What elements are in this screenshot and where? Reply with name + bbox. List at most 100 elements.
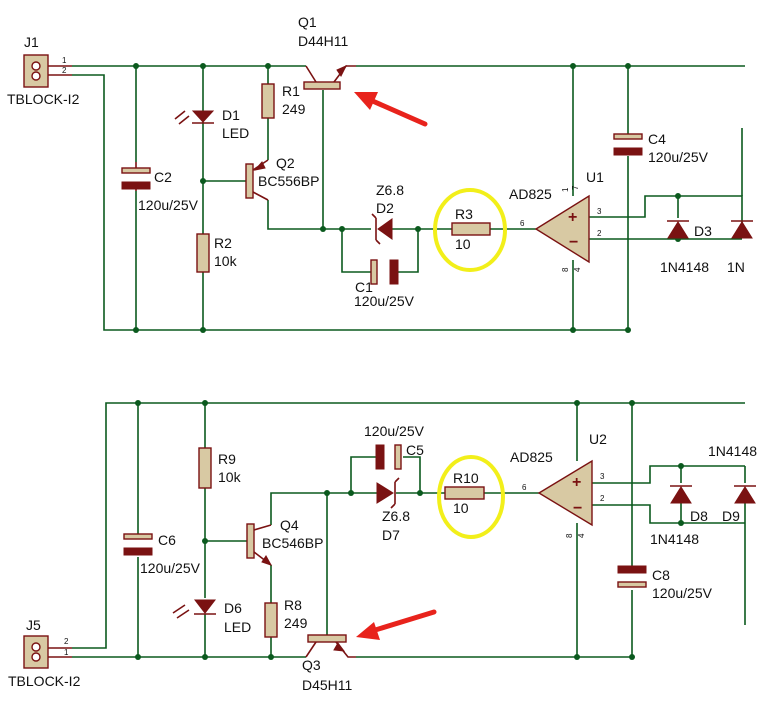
u1-ref: U1 (586, 169, 604, 185)
u2-pin-8: 8 (565, 533, 574, 538)
u1-pin-3: 3 (597, 207, 602, 216)
c2-value: 120u/25V (138, 197, 199, 213)
d9-diode: D9 1N4148 (708, 443, 757, 524)
j5-type: TBLOCK-I2 (8, 673, 81, 689)
u1-pin-8: 8 (561, 267, 570, 272)
q3-transistor: Q3 D45H11 (302, 634, 356, 693)
j1-pin1-label: 1 (62, 56, 67, 65)
c5-capacitor: 120u/25V C5 (364, 423, 425, 470)
r8-value: 249 (284, 615, 308, 631)
r10-value: 10 (453, 500, 469, 516)
q1-type: D44H11 (298, 33, 349, 49)
u1-opamp: + − 7 3 2 6 8 4 1 AD825 U1 (509, 169, 604, 272)
d2-zener: Z6.8 D2 (371, 182, 404, 245)
u2-ref: U2 (589, 431, 607, 447)
bottom-circuit: 2 1 J5 TBLOCK-I2 Q3 D45H11 R8 249 D6 LED (8, 400, 757, 693)
r3-highlight-circle (433, 188, 507, 272)
d6-ref: D6 (224, 600, 242, 616)
u1-pin-7: 7 (571, 185, 580, 190)
u1-pin-1: 1 (561, 187, 570, 192)
top-circuit: 1 2 J1 TBLOCK-I2 Q1 D44H11 R1 249 D1 LED (7, 14, 753, 333)
r9-value: 10k (218, 469, 242, 485)
c2-capacitor: C2 120u/25V (121, 162, 199, 213)
u2-pin-2: 2 (600, 494, 605, 503)
d9-ref: D9 (722, 508, 740, 524)
r2-value: 10k (214, 253, 238, 269)
r2-ref: R2 (214, 235, 232, 251)
d7-value: Z6.8 (382, 508, 410, 524)
c1-value: 120u/25V (354, 293, 415, 309)
j1-type: TBLOCK-I2 (7, 91, 80, 107)
u1-pin-2: 2 (597, 229, 602, 238)
r1-value: 249 (282, 101, 306, 117)
q1-ref: Q1 (298, 14, 317, 30)
j1-ref: J1 (24, 34, 39, 50)
c6-ref: C6 (158, 532, 176, 548)
c8-ref: C8 (652, 567, 670, 583)
r8-ref: R8 (284, 597, 302, 613)
svg-text:−: − (573, 500, 582, 517)
d8-type: 1N4148 (650, 531, 699, 547)
top-red-arrow (354, 92, 428, 127)
d6-led: D6 LED (172, 599, 251, 635)
j1-pin2-label: 2 (62, 66, 67, 75)
c8-value: 120u/25V (652, 585, 713, 601)
q4-type: BC546BP (262, 535, 323, 551)
bottom-junctions (135, 400, 684, 660)
top-junctions (133, 63, 681, 333)
j1-connector: 1 2 J1 TBLOCK-I2 (7, 34, 80, 107)
c5-ref: C5 (406, 442, 424, 458)
d7-zener: Z6.8 D7 (376, 477, 410, 543)
d8-ref: D8 (690, 508, 708, 524)
c8-capacitor: C8 120u/25V (617, 565, 713, 601)
r3-value: 10 (455, 236, 471, 252)
u2-pin-4: 4 (577, 533, 586, 538)
d3-diode: D3 1N4148 1N (660, 220, 753, 275)
bottom-wires (72, 402, 746, 658)
c6-value: 120u/25V (140, 560, 201, 576)
d1-ref: D1 (222, 107, 240, 123)
d3-ref: D3 (694, 223, 712, 239)
r9-resistor: R9 10k (198, 447, 242, 489)
r10-highlight-circle (437, 455, 505, 539)
r1-resistor: R1 249 (261, 83, 306, 119)
d1-led: D1 LED (174, 107, 249, 141)
r3-ref: R3 (455, 206, 473, 222)
j5-pin1-label: 1 (64, 648, 69, 657)
r3-resistor: R3 10 (451, 206, 491, 252)
c4-capacitor: C4 120u/25V (613, 131, 709, 165)
u1-pin-6: 6 (520, 219, 525, 228)
q3-ref: Q3 (302, 657, 321, 673)
d2-ref: D2 (376, 200, 394, 216)
q2-ref: Q2 (276, 155, 295, 171)
u2-pin-6: 6 (522, 483, 527, 492)
q4-transistor: Q4 BC546BP (246, 517, 323, 566)
u1-pin-4: 4 (573, 267, 582, 272)
r2-resistor: R2 10k (196, 233, 238, 273)
d4-type-partial: 1N (727, 259, 745, 275)
r10-ref: R10 (453, 470, 479, 486)
r9-ref: R9 (218, 451, 236, 467)
r8-resistor: R8 249 (264, 597, 308, 638)
c6-capacitor: C6 120u/25V (123, 532, 201, 576)
svg-text:+: + (572, 474, 581, 491)
j5-ref: J5 (26, 617, 41, 633)
c5-value: 120u/25V (364, 423, 425, 439)
q2-type: BC556BP (258, 173, 319, 189)
c1-ref: C1 (355, 279, 373, 295)
r1-ref: R1 (282, 83, 300, 99)
d1-type: LED (222, 125, 249, 141)
q1-transistor: Q1 D44H11 (298, 14, 356, 90)
c4-value: 120u/25V (648, 149, 709, 165)
u2-opamp: + − 3 2 6 8 4 AD825 U2 (510, 431, 607, 538)
svg-text:+: + (568, 209, 577, 226)
d7-ref: D7 (382, 527, 400, 543)
r10-resistor: R10 10 (444, 470, 485, 516)
q4-ref: Q4 (280, 517, 299, 533)
d2-value: Z6.8 (376, 182, 404, 198)
c4-ref: C4 (648, 131, 666, 147)
q3-type: D45H11 (302, 677, 353, 693)
svg-text:−: − (569, 234, 578, 251)
top-wires (72, 65, 745, 331)
